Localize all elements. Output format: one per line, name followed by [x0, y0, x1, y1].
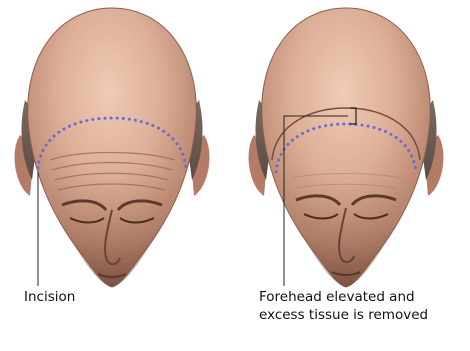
head-after	[249, 8, 444, 287]
head-before	[15, 8, 210, 287]
forehead-elevated-label-line2: excess tissue is removed	[259, 306, 428, 324]
incision-label: Incision	[24, 288, 75, 306]
forehead-elevated-label-line1: Forehead elevated and	[259, 288, 428, 306]
forehead-elevated-label: Forehead elevated and excess tissue is r…	[259, 288, 428, 324]
